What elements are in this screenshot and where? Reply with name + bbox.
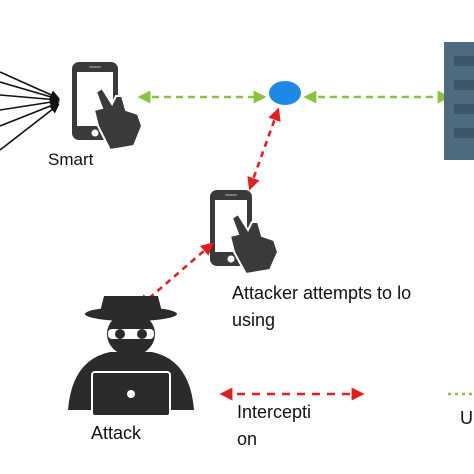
attacker-attempt-label-line2: using — [232, 310, 276, 330]
edge-fragment-label: U — [460, 408, 473, 428]
network-node-icon — [269, 81, 301, 105]
smartphone-hand-icon — [210, 190, 280, 276]
smart-label: Smart — [48, 150, 94, 169]
attack-link-node-phone — [247, 107, 281, 191]
smartphone-hand-icon — [72, 62, 144, 152]
incoming-rays — [0, 71, 60, 151]
attacker-attempt-label-line1: Attacker attempts to lo — [232, 283, 412, 303]
interception-label-line1: Intercepti — [237, 402, 312, 422]
server-rack-icon — [444, 42, 474, 160]
attack-label: Attack — [91, 423, 142, 443]
attack-link-phone-hacker — [138, 242, 214, 308]
hacker-icon — [68, 296, 194, 417]
interception-label-line2: on — [237, 429, 258, 449]
